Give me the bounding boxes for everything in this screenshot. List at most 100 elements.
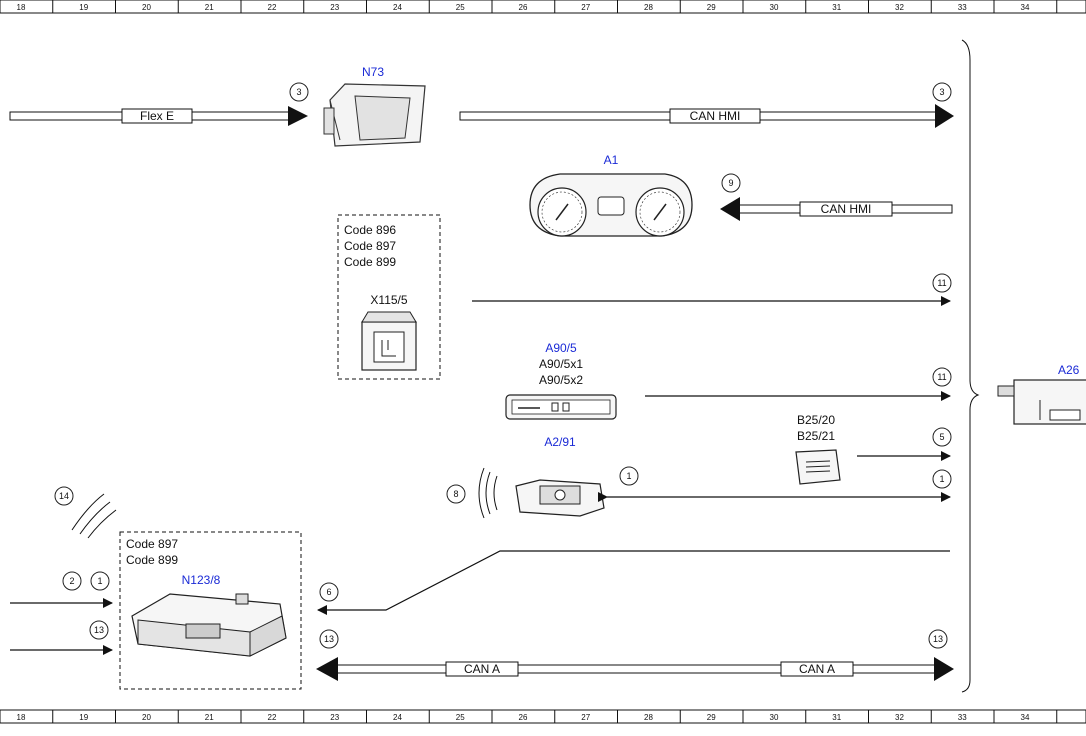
n123-radio-waves-icon	[71, 493, 117, 539]
top-ruler-col-label: 33	[958, 3, 967, 12]
ref-circle-2: 2	[62, 571, 82, 591]
bottom-ruler-col-label: 25	[456, 713, 465, 722]
bottom-ruler-col-label: 24	[393, 713, 402, 722]
ref-circle-9: 9	[721, 173, 741, 193]
svg-text:13: 13	[933, 634, 943, 644]
svg-text:5: 5	[939, 432, 944, 442]
svg-text:3: 3	[939, 87, 944, 97]
a90-5x1-label: A90/5x1	[539, 357, 583, 371]
can-hmi-a1-bus: CAN HMI	[720, 197, 953, 221]
flex-e-label: Flex E	[140, 109, 174, 123]
ref-circle-3-left: 3	[289, 82, 309, 102]
a2-91-radio-waves-icon	[478, 467, 498, 519]
top-ruler-col-label: 30	[770, 3, 779, 12]
code-box-2	[119, 531, 302, 690]
svg-text:13: 13	[324, 634, 334, 644]
top-ruler-col-label: 31	[832, 3, 841, 12]
top-ruler-col-label: 32	[895, 3, 904, 12]
top-ruler-col-label: 28	[644, 3, 653, 12]
ref-circle-13-right: 13	[928, 629, 948, 649]
code-899-text-2: Code 899	[126, 553, 178, 567]
ref-circle-1-right: 1	[932, 469, 952, 489]
top-ruler-col-label: 24	[393, 3, 402, 12]
svg-text:14: 14	[59, 491, 69, 501]
can-a-left-label: CAN A	[464, 662, 500, 676]
bottom-ruler-col-label: 34	[1021, 713, 1030, 722]
ref-circle-11a: 11	[932, 273, 952, 293]
code-box-1	[337, 214, 441, 380]
bottom-ruler-col-label: 27	[581, 713, 590, 722]
b25-21-label: B25/21	[797, 429, 835, 443]
can-hmi-top-label: CAN HMI	[690, 109, 741, 123]
top-ruler-col-label: 25	[456, 3, 465, 12]
top-ruler-frame	[0, 0, 1086, 14]
n123-8-label: N123/8	[182, 573, 221, 587]
bottom-ruler-col-label: 33	[958, 713, 967, 722]
bottom-ruler-col-label: 31	[832, 713, 841, 722]
ref-circle-6: 6	[319, 582, 339, 602]
bottom-ruler-col-label: 18	[17, 713, 26, 722]
a26-label: A26	[1058, 363, 1080, 377]
n73-label: N73	[362, 65, 384, 79]
code-896-text: Code 896	[344, 223, 396, 237]
a90-5x2-label: A90/5x2	[539, 373, 583, 387]
ref-circle-3-right: 3	[932, 82, 952, 102]
svg-text:11: 11	[937, 372, 946, 382]
bottom-ruler-col-label: 26	[519, 713, 528, 722]
bottom-ruler-col-label: 28	[644, 713, 653, 722]
svg-text:8: 8	[453, 489, 458, 499]
flex-e-bus: Flex E	[9, 106, 308, 126]
bottom-ruler-frame	[0, 709, 1086, 724]
bottom-ruler-col-label: 32	[895, 713, 904, 722]
n123-8-module-icon	[131, 593, 287, 657]
top-ruler-col-label: 22	[268, 3, 277, 12]
code-897-text: Code 897	[344, 239, 396, 253]
bottom-ruler-col-label: 29	[707, 713, 716, 722]
signal-line-6	[317, 550, 950, 615]
bus-bracket	[961, 39, 980, 693]
a90-5-module-icon	[505, 394, 617, 420]
b25-sensor-icon	[795, 449, 841, 485]
x115-5-label: X115/5	[370, 293, 407, 307]
can-a-bus: CAN A CAN A	[316, 657, 954, 681]
svg-text:6: 6	[326, 587, 331, 597]
code-899-text: Code 899	[344, 255, 396, 269]
bottom-ruler-col-label: 21	[205, 713, 214, 722]
svg-text:1: 1	[626, 471, 631, 481]
bottom-ruler-col-label: 20	[142, 713, 151, 722]
top-ruler-col-label: 29	[707, 3, 716, 12]
top-ruler-col-label: 23	[330, 3, 339, 12]
ref-circle-13-left: 13	[89, 620, 109, 640]
top-ruler-col-label: 26	[519, 3, 528, 12]
a90-5-label: A90/5	[545, 341, 577, 355]
svg-text:9: 9	[728, 178, 733, 188]
top-ruler-col-label: 34	[1021, 3, 1030, 12]
bottom-ruler-col-label: 22	[268, 713, 277, 722]
top-ruler-col-label: 18	[17, 3, 26, 12]
a1-instrument-cluster-icon	[529, 173, 693, 237]
svg-text:11: 11	[937, 278, 946, 288]
top-ruler-col-label: 19	[79, 3, 88, 12]
can-hmi-a1-label: CAN HMI	[821, 202, 872, 216]
bottom-ruler-col-label: 19	[79, 713, 88, 722]
top-ruler-col-label: 27	[581, 3, 590, 12]
a2-91-label: A2/91	[544, 435, 576, 449]
bottom-ruler-col-label: 30	[770, 713, 779, 722]
ref-circle-1-a2: 1	[619, 466, 639, 486]
svg-text:1: 1	[939, 474, 944, 484]
can-hmi-top-bus: CAN HMI	[459, 104, 954, 128]
ref-circle-14: 14	[54, 486, 74, 506]
svg-text:13: 13	[94, 625, 104, 635]
ref-circle-11b: 11	[932, 367, 952, 387]
x115-5-connector-icon	[361, 311, 417, 371]
svg-text:1: 1	[97, 576, 102, 586]
svg-text:2: 2	[69, 576, 74, 586]
a2-91-antenna-module-icon	[515, 479, 605, 517]
code-897-text-2: Code 897	[126, 537, 178, 551]
ref-circle-5: 5	[932, 427, 952, 447]
svg-text:3: 3	[296, 87, 301, 97]
top-ruler-col-label: 20	[142, 3, 151, 12]
